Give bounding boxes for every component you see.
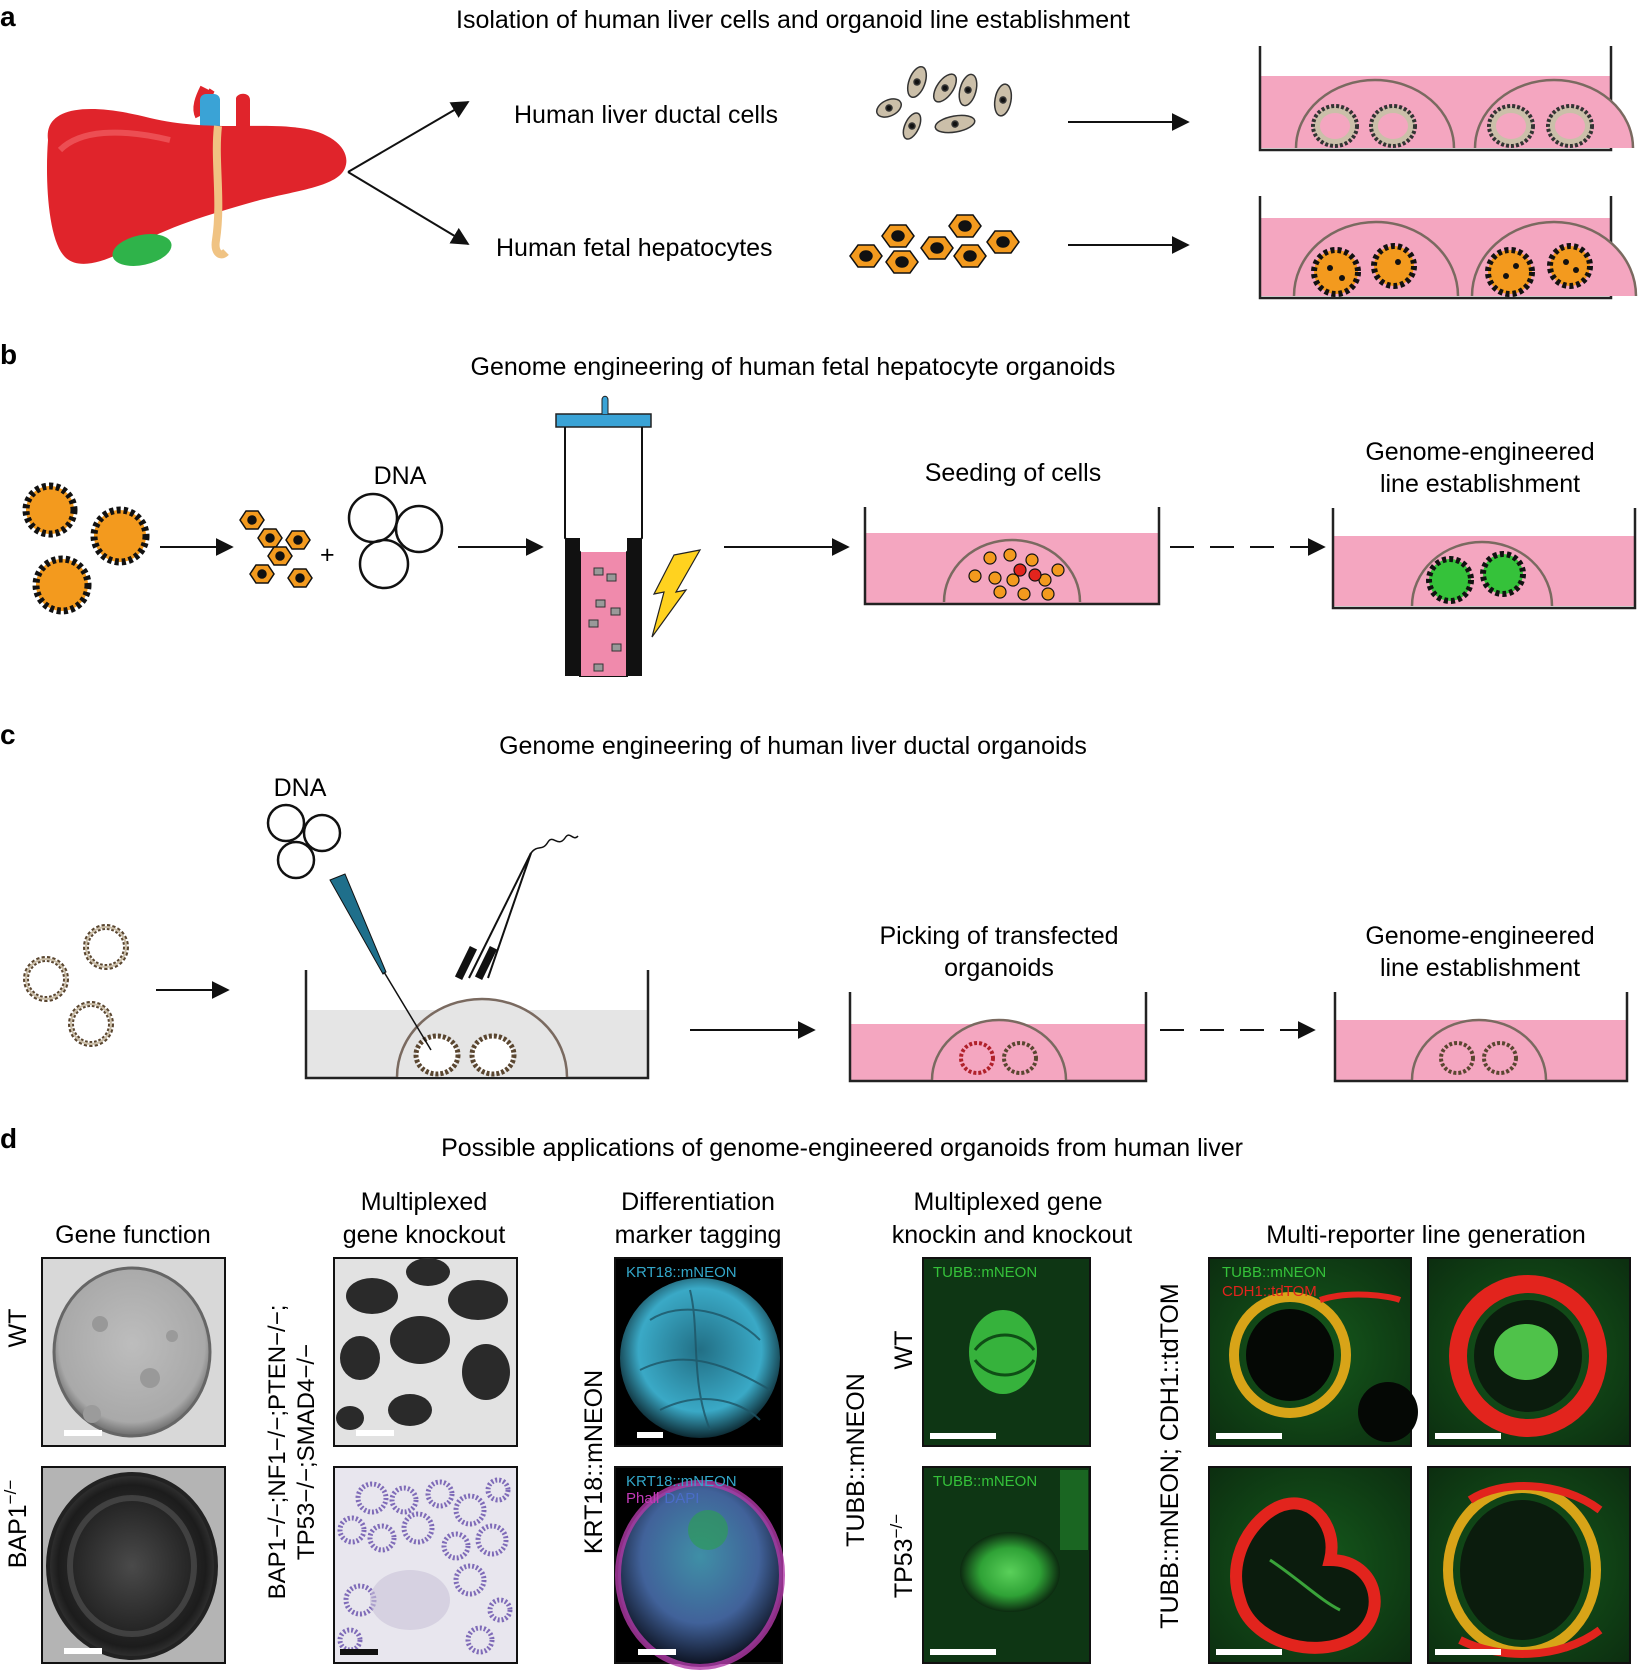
col3-heading-1: Differentiation [621, 1188, 775, 1216]
hepatocyte-organoid-dish [1258, 196, 1638, 300]
plus-sign: + [320, 541, 335, 569]
ductal-organoids-c-inner [25, 926, 127, 1045]
hepatocyte-organoid-clusters [22, 482, 150, 615]
liver-illustration [46, 85, 347, 266]
dna-label-b: DNA [374, 462, 427, 490]
image-tubb-tp53: TUBB::mNEON [922, 1466, 1091, 1664]
tag-tubb-wt: TUBB::mNEON [933, 1264, 1037, 1281]
dissociated-hepatocytes [239, 510, 313, 588]
microinjection-dish [304, 834, 650, 1080]
ductal-cells-icon [875, 65, 1013, 140]
panel-b-title: Genome engineering of human fetal hepato… [471, 353, 1116, 381]
image-multiko-histology [333, 1466, 518, 1664]
col2-side-label-2: TP53−/−;SMAD4−/− [293, 1344, 320, 1560]
seeding-label: Seeding of cells [925, 459, 1102, 487]
tag-cdh1-reporter: CDH1::tdTOM [1222, 1283, 1317, 1300]
electroporation-cuvette [555, 395, 652, 677]
col2-heading-1: Multiplexed [361, 1188, 487, 1216]
scale-bar [340, 1649, 378, 1655]
panel-a-letter: a [0, 1, 16, 32]
scale-bar [637, 1432, 663, 1438]
picking-label-1: Picking of transfected [879, 922, 1118, 950]
engineered-ductal-dish [1333, 992, 1629, 1083]
col3-heading-2: marker tagging [615, 1221, 782, 1249]
scale-bar [930, 1433, 996, 1439]
col4-row2-label: TP53−/− [887, 1514, 918, 1598]
dna-label-c: DNA [274, 774, 327, 802]
col4-row1-label: WT [890, 1331, 918, 1370]
scale-bar [1216, 1433, 1282, 1439]
engineered-hepatocyte-dish [1331, 508, 1637, 610]
col1-row2-label: BAP1−/− [1, 1480, 32, 1569]
panel-d-letter: d [0, 1123, 17, 1154]
col2-heading-2: gene knockout [343, 1221, 506, 1249]
b-line-label-1: Genome-engineered [1365, 438, 1594, 466]
scale-bar [1435, 1649, 1501, 1655]
scale-bar [930, 1649, 996, 1655]
image-tubb-wt: TUBB::mNEON [922, 1257, 1091, 1447]
col2-side-label-1: BAP1−/−;NF1−/−;PTEN−/−; [264, 1305, 291, 1600]
ductal-organoid-dish [1258, 46, 1635, 152]
picking-dish [848, 992, 1148, 1083]
tag-tubb-reporter: TUBB::mNEON [1222, 1264, 1326, 1281]
panel-c-letter: c [0, 719, 16, 750]
image-multiko-brightfield [333, 1257, 518, 1447]
tag-tubb-tp53: TUBB::mNEON [933, 1473, 1037, 1490]
image-reporter-1: TUBB::mNEON CDH1::tdTOM [1208, 1257, 1418, 1447]
col5-heading: Multi-reporter line generation [1266, 1221, 1586, 1249]
branch-arrow-down [347, 171, 470, 245]
hepatocytes-label: Human fetal hepatocytes [496, 234, 773, 262]
seeding-dish [863, 507, 1161, 606]
image-reporter-2 [1427, 1257, 1631, 1447]
tag-krt18: KRT18::mNEON [626, 1264, 737, 1281]
image-bap1-brightfield [41, 1466, 226, 1664]
panel-b-letter: b [0, 339, 17, 370]
c-line-label-1: Genome-engineered [1365, 922, 1594, 950]
tag-krt18-phall-dapi: KRT18::mNEON [626, 1473, 737, 1490]
hepatocytes-icon [849, 214, 1020, 274]
image-reporter-3 [1208, 1466, 1412, 1664]
panel-c-title: Genome engineering of human liver ductal… [499, 732, 1087, 760]
scale-bar [1435, 1433, 1501, 1439]
col4-heading-1: Multiplexed gene [913, 1188, 1102, 1216]
image-wt-brightfield [41, 1257, 226, 1447]
scale-bar [64, 1648, 102, 1654]
scale-bar [1216, 1649, 1282, 1655]
image-krt18-cyan: KRT18::mNEON [614, 1257, 783, 1447]
b-line-label-2: line establishment [1380, 470, 1580, 498]
dna-plasmid-icon-b [347, 492, 444, 590]
col1-row1-label: WT [4, 1309, 32, 1348]
col1-heading: Gene function [55, 1221, 211, 1249]
scale-bar [64, 1430, 102, 1436]
image-reporter-4 [1427, 1466, 1631, 1664]
scale-bar [356, 1430, 394, 1436]
ductal-cells-label: Human liver ductal cells [514, 101, 778, 129]
picking-label-2: organoids [944, 954, 1054, 982]
panel-a-title: Isolation of human liver cells and organ… [456, 6, 1130, 34]
col4-heading-2: knockin and knockout [892, 1221, 1132, 1249]
col5-side-label: TUBB::mNEON; CDH1::tdTOM [1156, 1283, 1184, 1628]
panel-d-title: Possible applications of genome-engineer… [441, 1134, 1243, 1162]
c-line-label-2: line establishment [1380, 954, 1580, 982]
lightning-bolt-icon [651, 549, 702, 638]
col4-side-label: TUBB::mNEON [842, 1373, 870, 1547]
branch-arrow-up [347, 101, 470, 173]
dna-plasmid-icon-c [266, 803, 342, 880]
col3-side-label: KRT18::mNEON [580, 1370, 608, 1554]
scale-bar [638, 1649, 676, 1655]
